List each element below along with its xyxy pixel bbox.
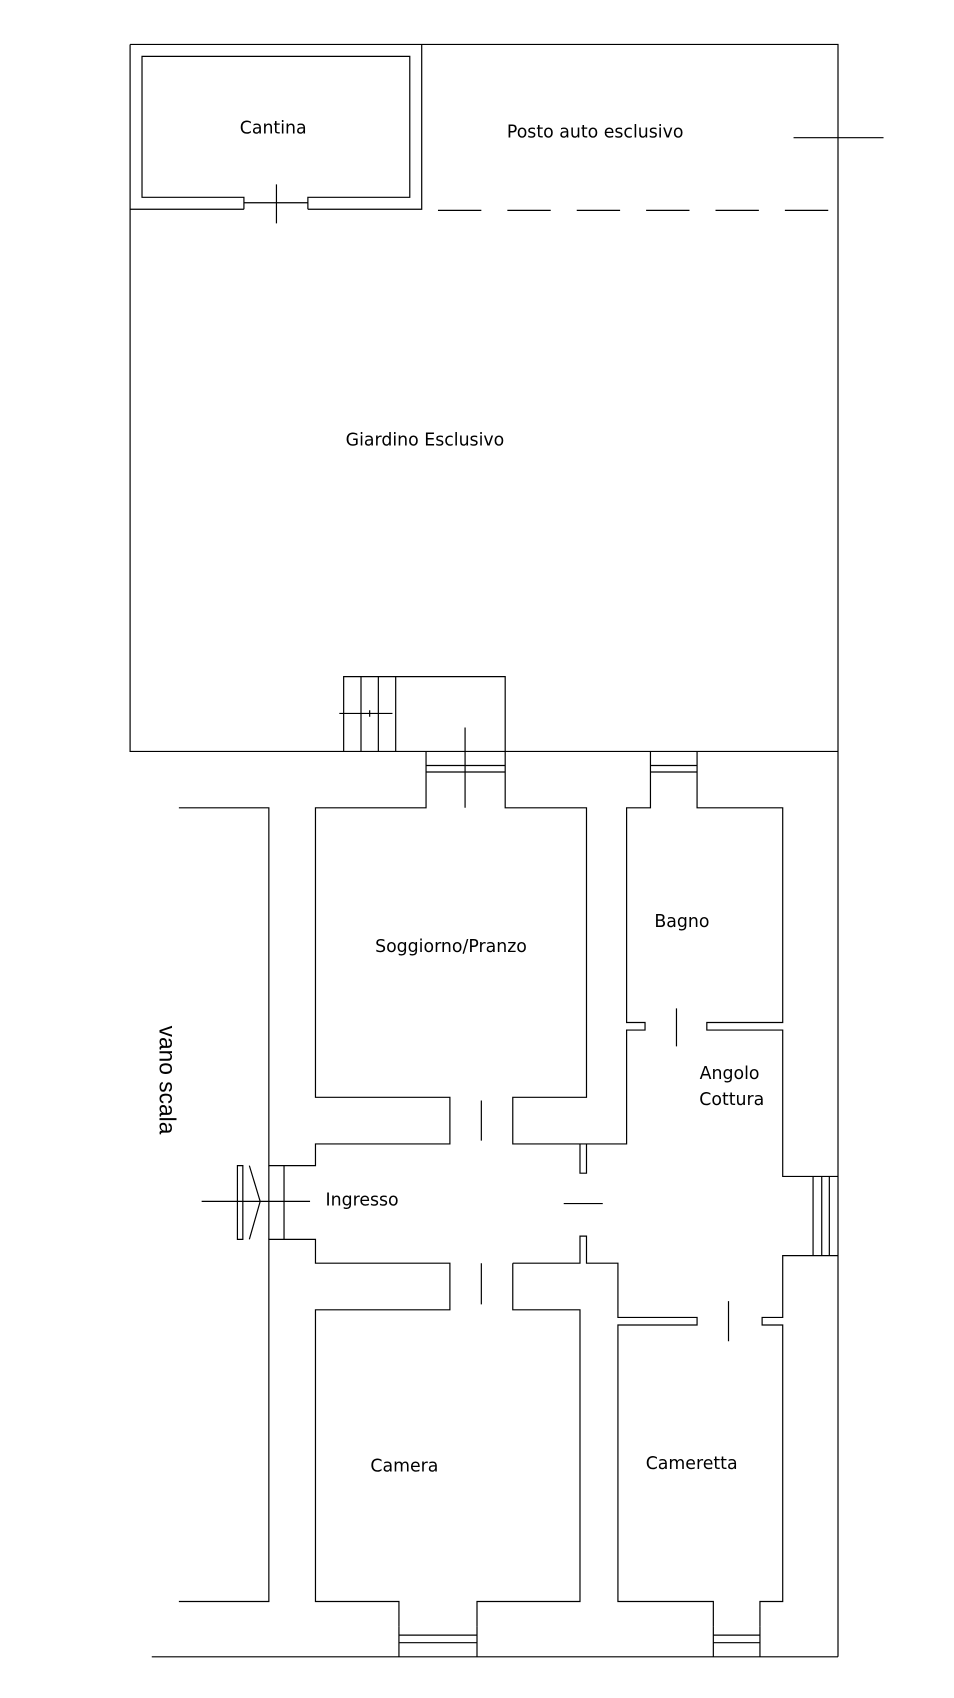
label-giardino: Giardino Esclusivo (346, 431, 505, 451)
label-bagno: Bagno (654, 912, 709, 932)
door-markers (480, 1008, 730, 1342)
label-cottura: Cottura (699, 1090, 764, 1110)
label-soggiorno: Soggiorno/Pranzo (375, 937, 527, 957)
label-camera: Camera (370, 1456, 438, 1476)
windows (398, 727, 830, 1657)
entrance-door-icon (201, 1165, 311, 1240)
garden-boundary (129, 43, 884, 1657)
label-posto-auto: Posto auto esclusivo (507, 123, 684, 143)
label-cameretta: Cameretta (646, 1454, 738, 1474)
label-vano-scala: vano scala (154, 1026, 180, 1135)
label-ingresso: Ingresso (326, 1191, 399, 1211)
apartment-walls (151, 778, 839, 1658)
label-angolo: Angolo (700, 1064, 760, 1084)
cantina-walls (130, 44, 423, 224)
garden-stairs (339, 676, 506, 752)
label-cantina: Cantina (240, 118, 307, 138)
